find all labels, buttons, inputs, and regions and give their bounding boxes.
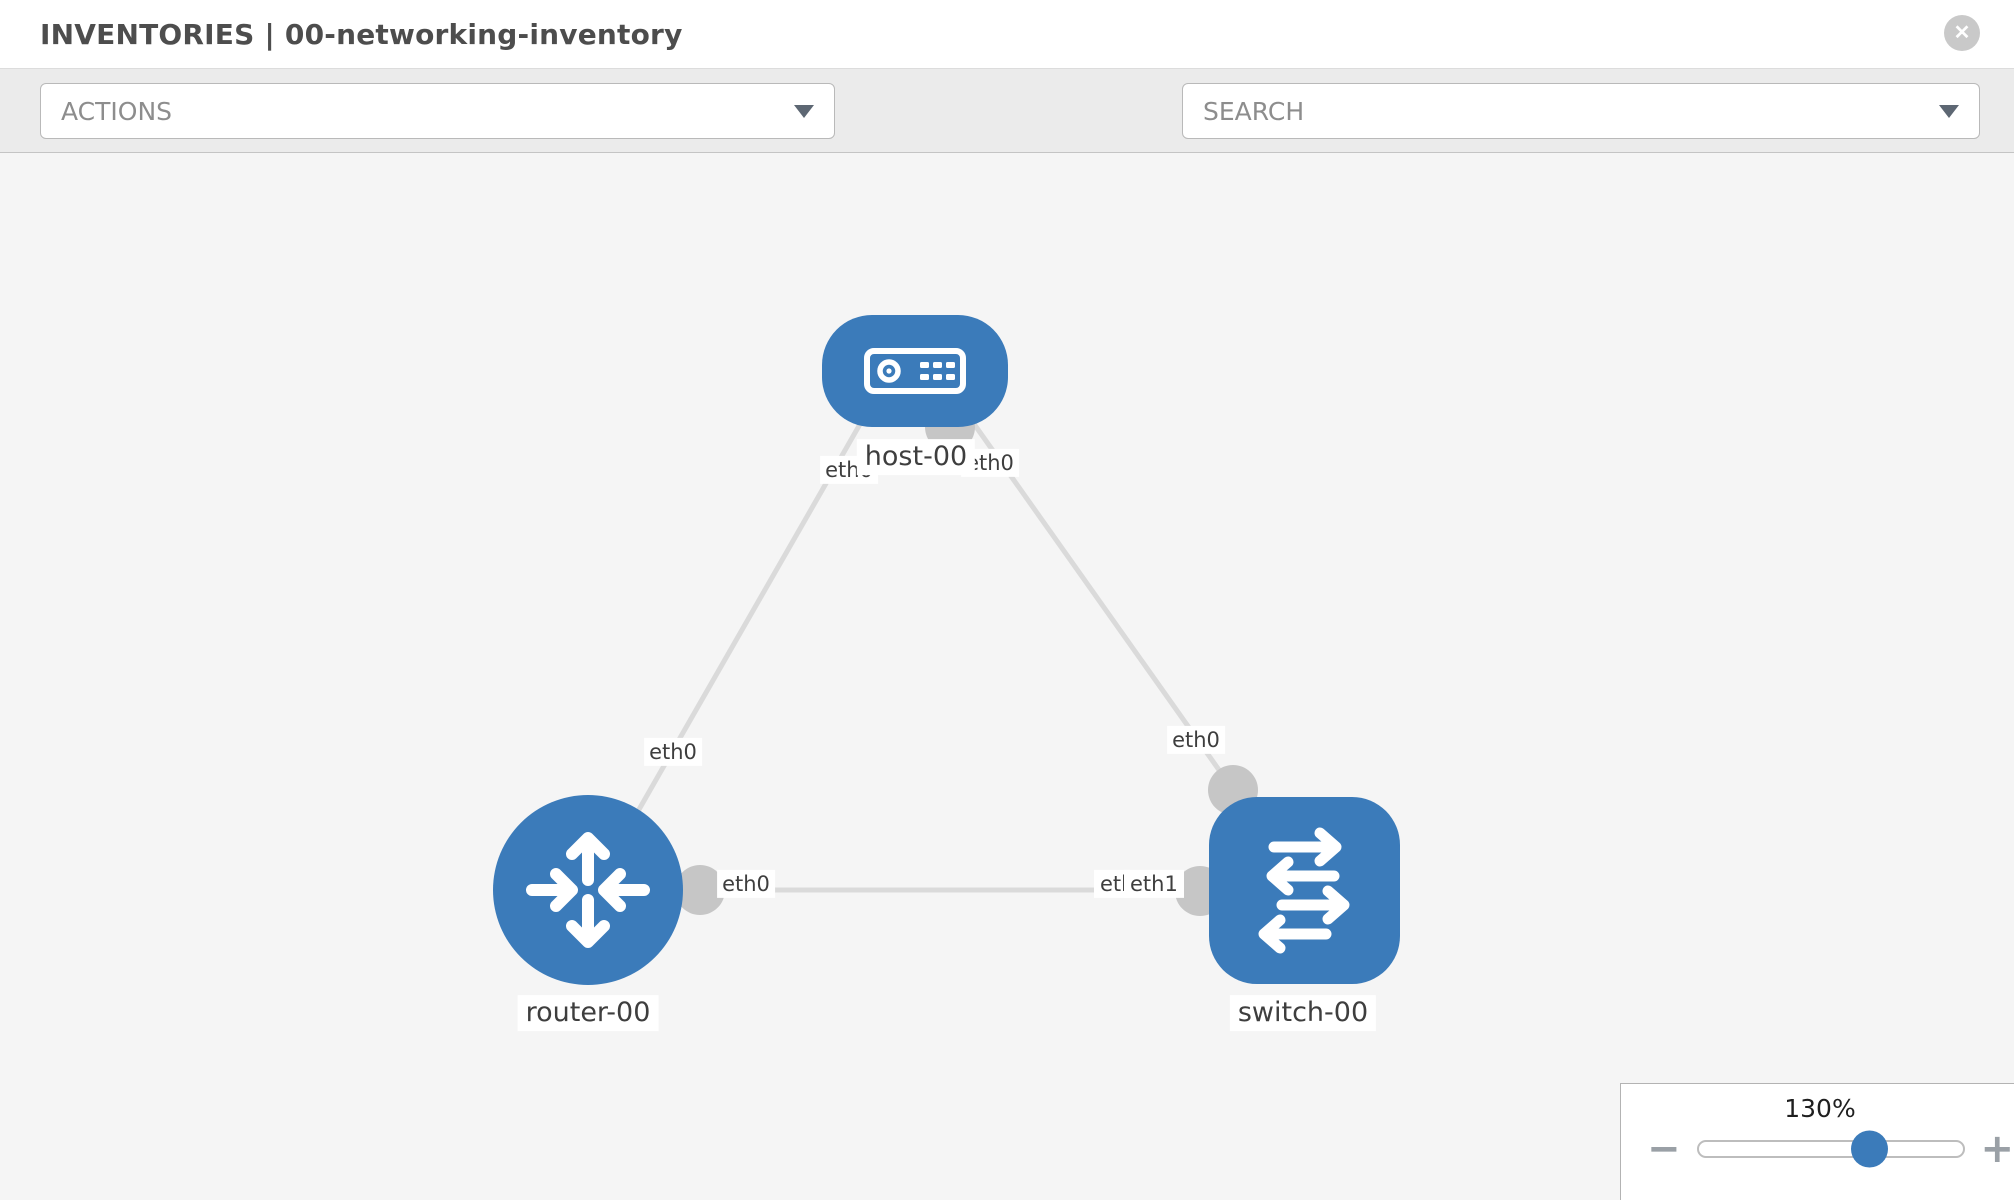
port-router-eth0[interactable] [675, 865, 725, 915]
interface-label: eth1 [1124, 869, 1184, 899]
node-router-00[interactable] [493, 795, 683, 985]
actions-dropdown[interactable]: ACTIONS [40, 83, 835, 139]
zoom-level: 130% [1784, 1094, 1856, 1123]
breadcrumb-section: INVENTORIES [40, 17, 255, 51]
inventory-name: 00-networking-inventory [284, 17, 683, 51]
switch-icon [1258, 827, 1350, 954]
interface-label: eth0 [717, 869, 775, 899]
search-input[interactable] [1203, 96, 1903, 126]
host-node-shape[interactable] [822, 315, 1008, 427]
toolbar: ACTIONS [0, 68, 2014, 201]
breadcrumb-separator: | [264, 17, 275, 51]
topology-canvas[interactable]: eth0 eth0 eth0 eth0 eth0 eth0 eth1 host-… [0, 153, 2014, 1200]
topology-ports [675, 402, 1258, 916]
chevron-down-icon [1939, 105, 1959, 118]
node-label-switch: switch-00 [1229, 995, 1377, 1031]
node-label-router: router-00 [517, 995, 659, 1031]
node-host-00[interactable] [822, 315, 1008, 427]
zoom-slider-track[interactable] [1696, 1130, 1965, 1168]
zoom-slider-row: − + [1621, 1129, 2014, 1169]
zoom-in-button[interactable]: + [1980, 1126, 2014, 1172]
interface-label: eth0 [1167, 725, 1225, 755]
close-button[interactable]: ✕ [1944, 15, 1980, 51]
node-label-host: host-00 [856, 439, 976, 475]
router-node-shape[interactable] [493, 795, 683, 985]
page-title: INVENTORIES | 00-networking-inventory [40, 18, 683, 51]
header: INVENTORIES | 00-networking-inventory ✕ [0, 0, 2014, 68]
router-icon [526, 832, 650, 948]
switch-node-shape[interactable] [1209, 797, 1400, 984]
close-icon: ✕ [1953, 22, 1971, 44]
host-icon [864, 348, 966, 394]
actions-dropdown-label: ACTIONS [61, 96, 173, 126]
zoom-slider-knob[interactable] [1850, 1130, 1888, 1168]
search-dropdown[interactable] [1182, 83, 1980, 139]
chevron-down-icon [794, 105, 814, 118]
node-switch-00[interactable] [1209, 797, 1400, 984]
zoom-out-button[interactable]: − [1647, 1126, 1681, 1172]
interface-label: eth0 [644, 737, 702, 767]
zoom-panel: 130% − + [1620, 1083, 2014, 1200]
